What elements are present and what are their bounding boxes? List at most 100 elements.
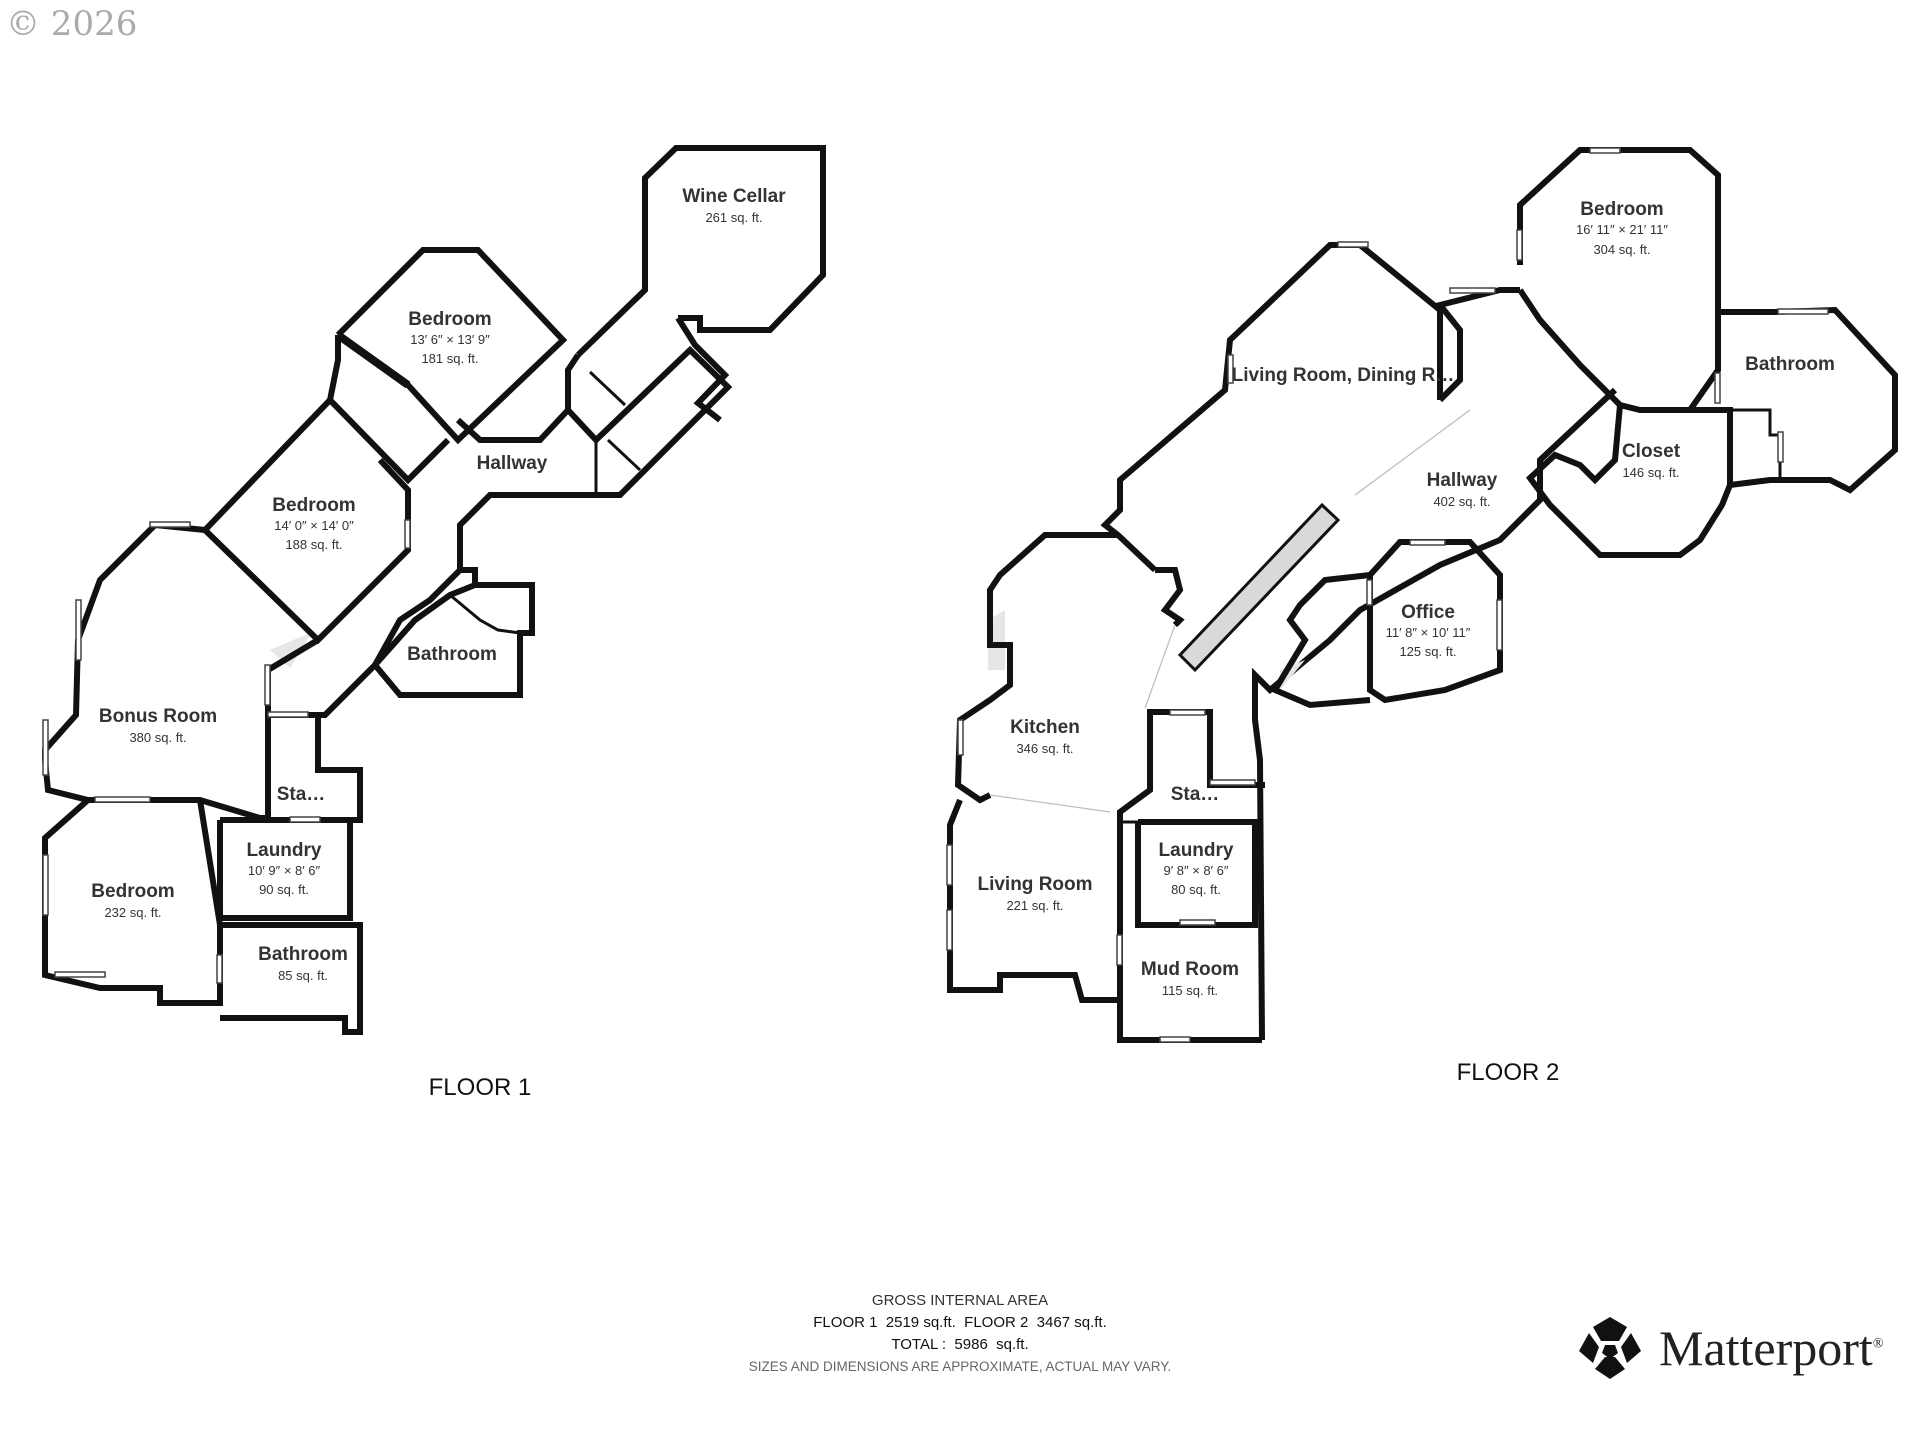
- room-label-bathroom-f2: Bathroom: [1745, 354, 1835, 375]
- room-label-laundry-f2: Laundry 9′ 8″ × 8′ 6″ 80 sq. ft.: [1159, 840, 1234, 897]
- window: [1777, 431, 1784, 463]
- window: [946, 844, 953, 886]
- window: [1337, 241, 1369, 248]
- room-label-mud-room: Mud Room 115 sq. ft.: [1141, 959, 1239, 998]
- window: [1366, 579, 1373, 606]
- window: [1169, 709, 1206, 716]
- gross-area-heading: GROSS INTERNAL AREA: [871, 1292, 1049, 1309]
- kitchen-walls: [954, 532, 1118, 804]
- kitchen-living-divider: [989, 794, 1111, 813]
- room-label-bathroom-f1-bottom: Bathroom 85 sq. ft.: [258, 944, 348, 983]
- window: [75, 599, 82, 661]
- living-dining-east-walls: [1434, 287, 1520, 403]
- window: [1449, 287, 1496, 294]
- svg-text:346 sq. ft.: 346 sq. ft.: [1016, 741, 1073, 756]
- room-label-bedroom-3: Bedroom 232 sq. ft.: [91, 881, 174, 920]
- svg-text:Laundry: Laundry: [247, 840, 322, 861]
- svg-text:Office: Office: [1401, 602, 1455, 623]
- hall-partition-3: [606, 438, 642, 472]
- svg-text:402 sq. ft.: 402 sq. ft.: [1433, 494, 1490, 509]
- floor-1-label: FLOOR 1: [429, 1074, 532, 1101]
- room-label-bedroom-f2: Bedroom 16′ 11″ × 21′ 11″ 304 sq. ft.: [1576, 199, 1668, 257]
- bathroom-f2-walls: [1718, 306, 1898, 494]
- room-label-hallway-f1: Hallway: [477, 453, 548, 474]
- window: [289, 816, 321, 823]
- gross-area-summary: GROSS INTERNAL AREA FLOOR 1 2519 sq.ft. …: [700, 1290, 1220, 1378]
- bedroom-top-south-wall: [335, 331, 411, 389]
- floor-1-shaded-area: [270, 632, 312, 668]
- office-west-wall: [1270, 572, 1371, 709]
- room-label-bedroom-1: Bedroom 13′ 6″ × 13′ 9″ 181 sq. ft.: [408, 309, 491, 366]
- svg-text:Bathroom: Bathroom: [407, 644, 497, 665]
- disclaimer: SIZES AND DIMENSIONS ARE APPROXIMATE, AC…: [748, 1359, 1172, 1374]
- svg-text:85 sq. ft.: 85 sq. ft.: [278, 968, 328, 983]
- window: [404, 519, 411, 549]
- bedroom-mid-walls: [200, 397, 411, 645]
- window: [216, 954, 223, 984]
- room-label-closet: Closet 146 sq. ft.: [1622, 441, 1681, 480]
- svg-text:188 sq. ft.: 188 sq. ft.: [285, 537, 342, 552]
- room-label-bathroom-f1: Bathroom: [407, 644, 497, 665]
- window: [54, 971, 106, 978]
- svg-text:232 sq. ft.: 232 sq. ft.: [104, 905, 161, 920]
- svg-text:Mud Room: Mud Room: [1141, 959, 1239, 980]
- svg-text:115 sq. ft.: 115 sq. ft.: [1162, 983, 1218, 998]
- svg-text:80 sq. ft.: 80 sq. ft.: [1171, 882, 1221, 897]
- svg-text:380 sq. ft.: 380 sq. ft.: [129, 730, 186, 745]
- window: [94, 796, 151, 803]
- wine-cellar-connector-walls: [675, 316, 730, 423]
- window: [1179, 919, 1216, 926]
- window: [42, 854, 49, 916]
- svg-text:Sta…: Sta…: [1171, 784, 1220, 805]
- hall-divider-lines-2: [1144, 624, 1176, 709]
- svg-text:Bonus Room: Bonus Room: [99, 706, 217, 727]
- bathroom-f2-inner: [1730, 408, 1782, 480]
- room-label-laundry-f1: Laundry 10′ 9″ × 8′ 6″ 90 sq. ft.: [247, 840, 322, 897]
- window: [1227, 354, 1234, 384]
- room-label-living-room-f2: Living Room 221 sq. ft.: [977, 874, 1092, 913]
- svg-text:Living Room: Living Room: [977, 874, 1092, 895]
- svg-text:Wine Cellar: Wine Cellar: [682, 186, 786, 207]
- svg-text:125 sq. ft.: 125 sq. ft.: [1399, 644, 1456, 659]
- copyright-watermark: © 2026: [6, 4, 138, 44]
- window: [1589, 147, 1621, 154]
- svg-text:Laundry: Laundry: [1159, 840, 1234, 861]
- window: [42, 719, 49, 776]
- svg-text:Bedroom: Bedroom: [91, 881, 174, 902]
- window: [1496, 599, 1503, 651]
- window: [1159, 1036, 1191, 1043]
- gross-area-total: TOTAL : 5986 sq.ft.: [891, 1336, 1029, 1353]
- stair-f2-box: [1170, 709, 1265, 788]
- window: [946, 909, 953, 951]
- room-label-living-dining: Living Room, Dining R…: [1232, 365, 1455, 386]
- hallway-f2-walls: [1252, 387, 1618, 1041]
- bathroom-f1-bottom-walls: [220, 922, 363, 1035]
- svg-text:Bathroom: Bathroom: [1745, 354, 1835, 375]
- room-label-bonus-room: Bonus Room 380 sq. ft.: [99, 706, 217, 745]
- bathroom-f1-inner: [449, 593, 521, 635]
- svg-text:Bedroom: Bedroom: [272, 495, 355, 516]
- hall-divider-lines: [1354, 409, 1471, 496]
- window: [1777, 308, 1829, 315]
- svg-text:261 sq. ft.: 261 sq. ft.: [705, 210, 762, 225]
- svg-text:221 sq. ft.: 221 sq. ft.: [1006, 898, 1063, 913]
- svg-text:Bathroom: Bathroom: [258, 944, 348, 965]
- bonus-room-walls: [42, 521, 271, 821]
- window: [1409, 539, 1446, 546]
- living-dining-walls: [1100, 242, 1443, 573]
- window: [264, 664, 271, 706]
- mud-room-walls: [1117, 1000, 1262, 1043]
- svg-text:146 sq. ft.: 146 sq. ft.: [1622, 465, 1679, 480]
- hallway-f2-west-wall: [1155, 567, 1185, 628]
- svg-text:Bedroom: Bedroom: [1580, 199, 1663, 220]
- svg-text:304 sq. ft.: 304 sq. ft.: [1593, 242, 1650, 257]
- svg-text:Hallway: Hallway: [477, 453, 548, 474]
- closet-f2-walls: [1525, 404, 1733, 558]
- stair-f2-walls: [1117, 709, 1170, 1000]
- stair-rail-shaded: [1177, 502, 1341, 673]
- svg-text:Sta…: Sta…: [277, 784, 326, 805]
- svg-text:181 sq. ft.: 181 sq. ft.: [421, 351, 478, 366]
- window: [149, 521, 191, 528]
- bathroom-f1-walls: [371, 567, 535, 698]
- brand-name: Matterport®: [1659, 1320, 1884, 1376]
